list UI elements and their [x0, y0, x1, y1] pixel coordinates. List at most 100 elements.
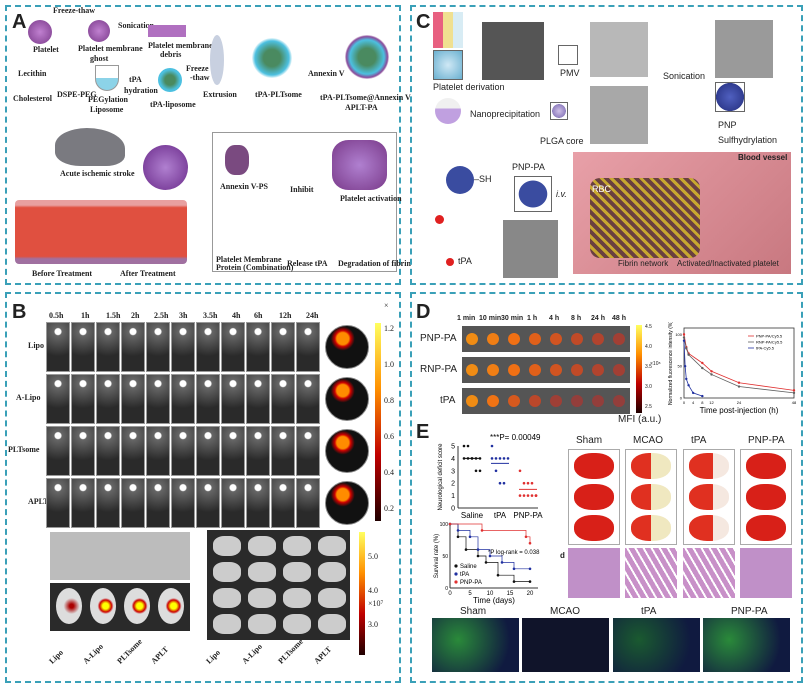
tube-signal — [466, 333, 478, 345]
organ-image — [325, 481, 369, 525]
ttc-stain-panel — [740, 449, 792, 545]
ttc-slice — [631, 453, 671, 479]
mouse-image — [271, 478, 295, 528]
time-label: 4h — [232, 311, 241, 320]
brain-photo — [50, 532, 190, 580]
annexin-v-label: Annexin V — [308, 69, 345, 78]
colorbar-tick: 0.8 — [384, 396, 394, 405]
annexin-ps-label: Annexin V-PS — [220, 182, 268, 191]
ghost-illustration — [88, 20, 110, 42]
data-point — [512, 580, 516, 583]
x-tick-label: 12 — [709, 400, 714, 405]
time-label: 48 h — [612, 315, 627, 322]
brain-slice — [248, 536, 276, 556]
mouse-image — [221, 478, 245, 528]
colorbar-b2-unit: ×10⁷ — [368, 599, 384, 608]
x-tick-label: 20 — [527, 591, 534, 597]
tpa-liposome-label: tPA-liposome — [150, 100, 196, 109]
ttc-stain-panel — [683, 449, 735, 545]
brain-image — [56, 588, 82, 624]
ttc-slice — [574, 515, 614, 541]
ttc-stain-panel — [625, 449, 677, 545]
ttc-slice — [574, 484, 614, 510]
pmv-label: PMV — [560, 68, 580, 78]
panel-c — [410, 5, 803, 285]
brain-slice — [213, 562, 241, 582]
column-label: PNP-PA — [731, 606, 768, 617]
mouse-image — [271, 426, 295, 476]
mouse-illustration — [55, 128, 125, 166]
series-line — [683, 337, 795, 394]
tpa-label-c: tPA — [458, 256, 472, 266]
plot-frame — [683, 327, 795, 399]
data-point — [685, 377, 688, 381]
data-point — [792, 389, 796, 392]
tpa-label: tPA — [129, 75, 142, 84]
mouse-image — [71, 478, 95, 528]
liposome-label: Liposome — [90, 105, 124, 114]
x-tick-label: 4 — [692, 400, 695, 405]
platelet-status-label: Activated/Inactivated platelet — [677, 259, 779, 268]
ttc-slice — [574, 453, 614, 479]
ttc-slice — [746, 515, 786, 541]
extrusion-membrane — [210, 35, 224, 85]
data-point — [490, 444, 494, 448]
data-point — [528, 580, 532, 583]
blood-vessel-label: Blood vessel — [738, 153, 788, 162]
plga-core-label: PLGA core — [540, 136, 584, 146]
x-tick-label: 24 — [737, 400, 742, 405]
row-label: APLT — [28, 497, 49, 506]
brain-slice — [213, 536, 241, 556]
mouse-image — [121, 322, 145, 372]
time-label: 1.5h — [106, 311, 121, 320]
legend-swatch — [454, 564, 458, 568]
activated-platelet-illustration — [143, 145, 188, 190]
data-point — [522, 481, 526, 485]
y-axis-label: Normalized fluorescence intensity (%) — [668, 322, 674, 405]
data-point — [701, 366, 704, 370]
mouse-image — [96, 426, 120, 476]
mouse-image — [171, 374, 195, 424]
immunofluorescence-image — [522, 618, 609, 672]
debris-label-2: debris — [160, 50, 182, 59]
survival-curve — [450, 523, 530, 570]
data-point — [500, 561, 504, 564]
data-point — [502, 457, 506, 460]
centrifuge-tubes — [433, 12, 463, 48]
pnp-sh-sphere — [446, 166, 474, 194]
mouse-image — [46, 426, 70, 476]
brain-slice — [283, 588, 311, 608]
time-label: 3.5h — [203, 311, 218, 320]
colorbar-tick: 4.0 — [368, 586, 378, 595]
data-point — [737, 385, 741, 388]
organ-image — [325, 429, 369, 473]
column-label: PNP-PA — [748, 435, 785, 446]
data-point — [687, 384, 690, 387]
brain-image — [124, 588, 150, 624]
annexin-ps-illustration — [225, 145, 249, 175]
x-tick-label: 15 — [507, 591, 514, 597]
freeze-thaw-label: Freeze-thaw — [53, 6, 96, 15]
data-point — [464, 548, 468, 551]
p-value-annotation: *P log-rank = 0.038 — [488, 550, 540, 556]
column-label: Sham — [460, 606, 487, 617]
plga-tem-image — [590, 86, 648, 144]
y-tick-label: 0 — [451, 506, 455, 513]
mouse-image — [146, 478, 170, 528]
x-tick-label: 0 — [448, 591, 452, 597]
data-point — [456, 529, 460, 532]
mouse-image — [146, 322, 170, 372]
tpa-liposome-illustration — [158, 68, 182, 92]
panel-de — [410, 292, 803, 683]
row-label: PNP-PA — [420, 333, 457, 344]
time-label: 0.5h — [49, 311, 64, 320]
x-tick-label: 48 — [792, 400, 797, 405]
he-stain-image — [568, 548, 620, 598]
debris-label: Platelet membrane — [148, 41, 213, 50]
legend-entry: tPA — [460, 572, 469, 578]
colorbar-b2 — [359, 532, 365, 655]
time-label: 24 h — [591, 315, 606, 322]
data-point — [466, 444, 470, 448]
ghost-label: Platelet membrane — [78, 44, 143, 53]
x-tick-label: 0 — [683, 400, 686, 405]
